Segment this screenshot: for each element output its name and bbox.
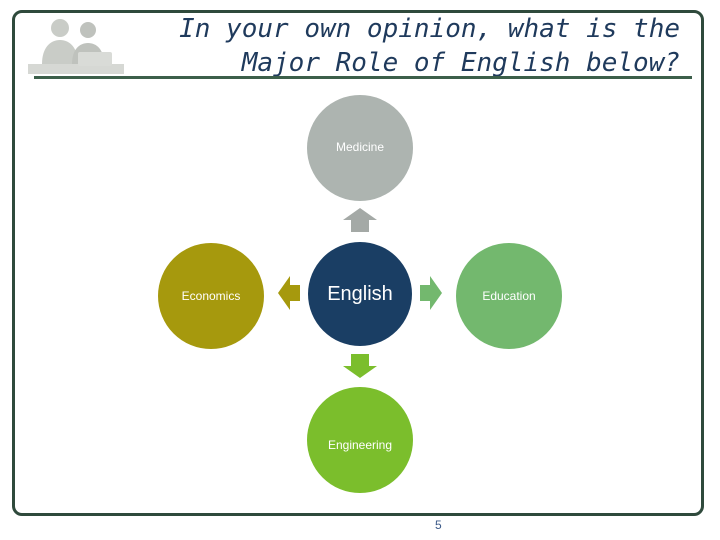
arrow-left-to-economics [278, 276, 300, 310]
node-engineering: Engineering [307, 387, 413, 493]
slide-title: In your own opinion, what is the Major R… [130, 12, 680, 80]
node-medicine: Medicine [307, 95, 413, 201]
arrow-up-to-medicine [343, 208, 377, 232]
title-line-2: Major Role of English below? [241, 48, 680, 78]
node-economics: Economics [158, 243, 264, 349]
arrow-right-to-education [420, 276, 442, 310]
page-number: 5 [435, 518, 442, 532]
arrow-down-to-engineering [343, 354, 377, 378]
title-line-1: In your own opinion, what is the [179, 14, 680, 44]
node-medicine-label: Medicine [335, 140, 385, 154]
node-engineering-label: Engineering [327, 438, 393, 452]
node-english-label: English [327, 282, 393, 305]
node-english-center: English [308, 242, 412, 346]
people-logo-icon [28, 19, 124, 74]
title-underline [34, 76, 692, 79]
node-economics-label: Economics [181, 289, 241, 303]
node-education-label: Education [482, 289, 536, 303]
node-education: Education [456, 243, 562, 349]
